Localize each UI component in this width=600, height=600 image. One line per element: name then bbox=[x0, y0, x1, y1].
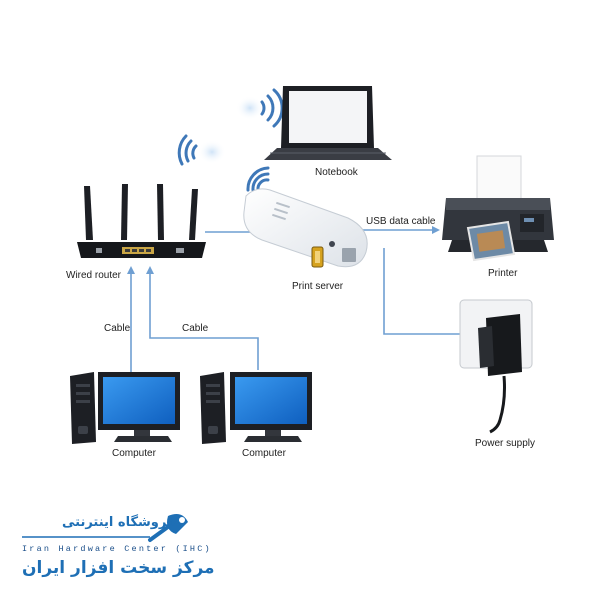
cable-left-label: Cable bbox=[104, 323, 131, 334]
printer-label: Printer bbox=[488, 268, 518, 279]
wifi-router-icon bbox=[177, 134, 198, 166]
connector-lines bbox=[127, 226, 478, 375]
power-supply-label: Power supply bbox=[475, 438, 536, 449]
computer-left-device bbox=[70, 372, 180, 444]
router-device bbox=[77, 184, 206, 258]
logo-latin-text: Iran Hardware Center (IHC) bbox=[22, 544, 212, 554]
logo-persian-tagline: فروشگاه اینترنتی bbox=[62, 515, 176, 530]
usb-data-cable-label: USB data cable bbox=[366, 216, 436, 227]
notebook-label: Notebook bbox=[315, 167, 358, 178]
computer-left-label: Computer bbox=[112, 448, 156, 459]
print-server-device bbox=[243, 188, 368, 268]
wired-router-label: Wired router bbox=[66, 270, 122, 281]
logo-persian-name: مرکز سخت افزار ایران bbox=[22, 558, 215, 578]
printer-device bbox=[442, 155, 554, 262]
computer-right-label: Computer bbox=[242, 448, 286, 459]
wifi-print-server-icon bbox=[246, 166, 270, 192]
ihc-logo-mark-icon bbox=[148, 514, 188, 542]
power-supply-device bbox=[459, 299, 533, 434]
print-server-label: Print server bbox=[292, 281, 344, 292]
notebook-device bbox=[264, 86, 392, 160]
wifi-notebook-icon bbox=[260, 88, 284, 128]
power-cable-line bbox=[383, 248, 478, 335]
right-computer-cable-line bbox=[146, 266, 259, 370]
wifi-signals bbox=[177, 88, 284, 192]
cable-right-label: Cable bbox=[182, 323, 209, 334]
computer-right-device bbox=[200, 372, 312, 444]
